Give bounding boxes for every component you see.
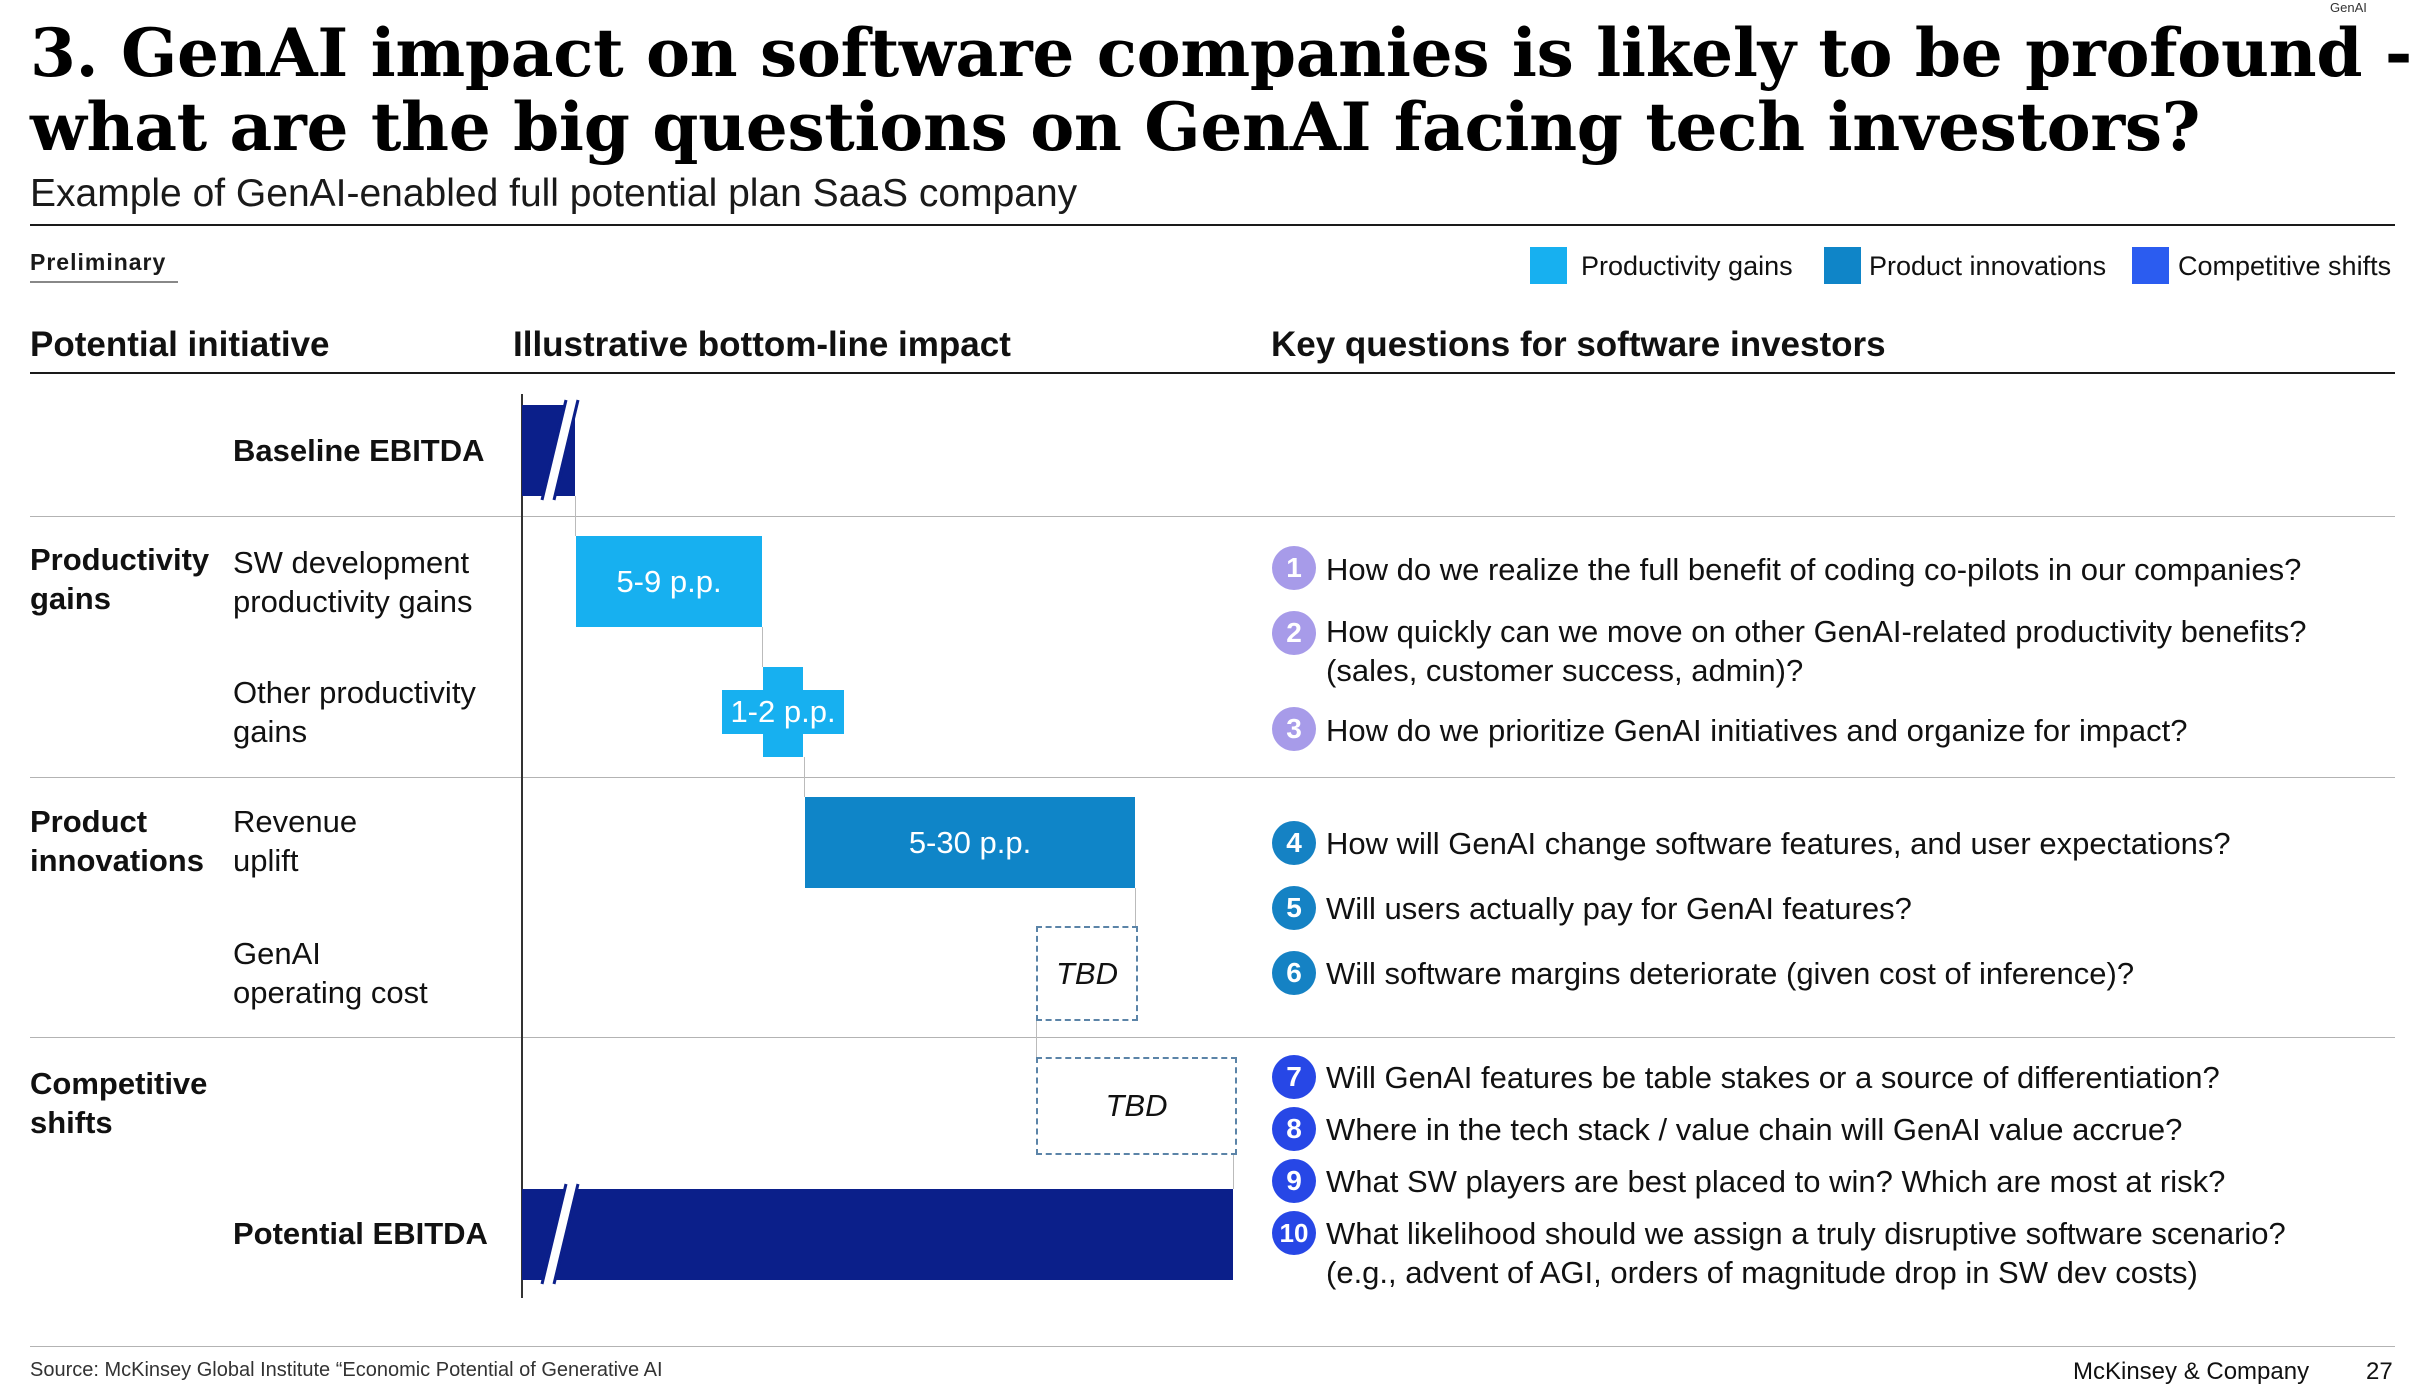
question-number-9: 9 [1272, 1159, 1316, 1203]
question-text-6: Will software margins deteriorate (given… [1326, 956, 2135, 991]
question-text-7: Will GenAI features be table stakes or a… [1326, 1060, 2220, 1095]
legend-swatch-productivity [1530, 247, 1567, 284]
connector-4 [1135, 888, 1136, 926]
preliminary-label: Preliminary [30, 249, 167, 275]
connector-5 [1036, 1019, 1037, 1057]
connector-1 [575, 496, 576, 536]
waterfall-axis [521, 394, 523, 1298]
question-text-10: What likelihood should we assign a truly… [1326, 1216, 2286, 1251]
question-number-3: 3 [1272, 707, 1316, 751]
legend-swatch-product [1824, 247, 1861, 284]
question-number-7: 7 [1272, 1055, 1316, 1099]
axis-break-icon [540, 399, 580, 501]
connector-6 [1233, 1151, 1234, 1189]
footer-page-number: 27 [2366, 1358, 2393, 1385]
footer-source: Source: McKinsey Global Institute “Econo… [30, 1359, 663, 1381]
footer-company: McKinsey & Company [2073, 1358, 2310, 1385]
connector-3 [804, 757, 805, 797]
question-number-1: 1 [1272, 546, 1316, 590]
label-potential-ebitda: Potential EBITDA [233, 1216, 488, 1251]
bar-sw-development: 5-9 p.p. [576, 536, 762, 627]
header-divider [30, 372, 2395, 374]
slide-title-line-1: 3. GenAI impact on software companies is… [30, 14, 2412, 92]
bar-genai-cost-tbd: TBD [1036, 926, 1138, 1021]
slide-tag: GenAI [2330, 0, 2367, 15]
question-number-10: 10 [1272, 1211, 1316, 1255]
row-divider-3 [30, 1037, 2395, 1038]
question-text-4: How will GenAI change software features,… [1326, 826, 2231, 861]
legend-label-competitive: Competitive shifts [2178, 251, 2392, 281]
preliminary-underline [30, 281, 178, 283]
question-number-8: 8 [1272, 1107, 1316, 1151]
label-baseline-ebitda: Baseline EBITDA [233, 433, 485, 468]
question-text-9: What SW players are best placed to win? … [1326, 1164, 2226, 1199]
connector-2 [762, 627, 763, 667]
footer-divider [30, 1346, 2395, 1347]
question-text-1: How do we realize the full benefit of co… [1326, 552, 2302, 587]
title-divider [30, 224, 2395, 226]
question-text-2-cont: (sales, customer success, admin)? [1326, 653, 1804, 688]
axis-break-icon [540, 1183, 580, 1285]
question-text-3: How do we prioritize GenAI initiatives a… [1326, 713, 2188, 748]
question-number-2: 2 [1272, 611, 1316, 655]
question-text-2: How quickly can we move on other GenAI-r… [1326, 614, 2307, 649]
bar-revenue-uplift: 5-30 p.p. [805, 797, 1135, 888]
row-divider-1 [30, 516, 2395, 517]
legend-label-product: Product innovations [1869, 251, 2107, 281]
column-header-impact: Illustrative bottom-line impact [513, 325, 1011, 364]
label-sw-development: SW development productivity gains [233, 545, 473, 619]
slide-subtitle: Example of GenAI-enabled full potential … [30, 172, 1078, 215]
bar-competitive-tbd: TBD [1036, 1057, 1237, 1155]
legend-label-productivity: Productivity gains [1581, 251, 1793, 281]
slide-title-line-2: what are the big questions on GenAI faci… [30, 88, 2201, 166]
group-label-product: Product innovations [30, 804, 204, 878]
question-number-5: 5 [1272, 886, 1316, 930]
group-label-competitive: Competitive shifts [30, 1066, 208, 1140]
row-divider-2 [30, 777, 2395, 778]
question-text-8: Where in the tech stack / value chain wi… [1326, 1112, 2183, 1147]
column-header-initiative: Potential initiative [30, 325, 330, 364]
bar-potential-ebitda [522, 1189, 1233, 1280]
question-number-6: 6 [1272, 951, 1316, 995]
question-text-10-cont: (e.g., advent of AGI, orders of magnitud… [1326, 1255, 2198, 1290]
label-other-productivity: Other productivity gains [233, 675, 476, 749]
label-revenue-uplift: Revenue uplift [233, 804, 358, 878]
question-number-4: 4 [1272, 821, 1316, 865]
legend-swatch-competitive [2132, 247, 2169, 284]
group-label-productivity: Productivity gains [30, 542, 210, 616]
bar-other-productivity: 1-2 p.p. [722, 690, 844, 734]
question-text-5: Will users actually pay for GenAI featur… [1326, 891, 1912, 926]
column-header-questions: Key questions for software investors [1271, 325, 1886, 364]
label-genai-cost: GenAI operating cost [233, 936, 428, 1010]
